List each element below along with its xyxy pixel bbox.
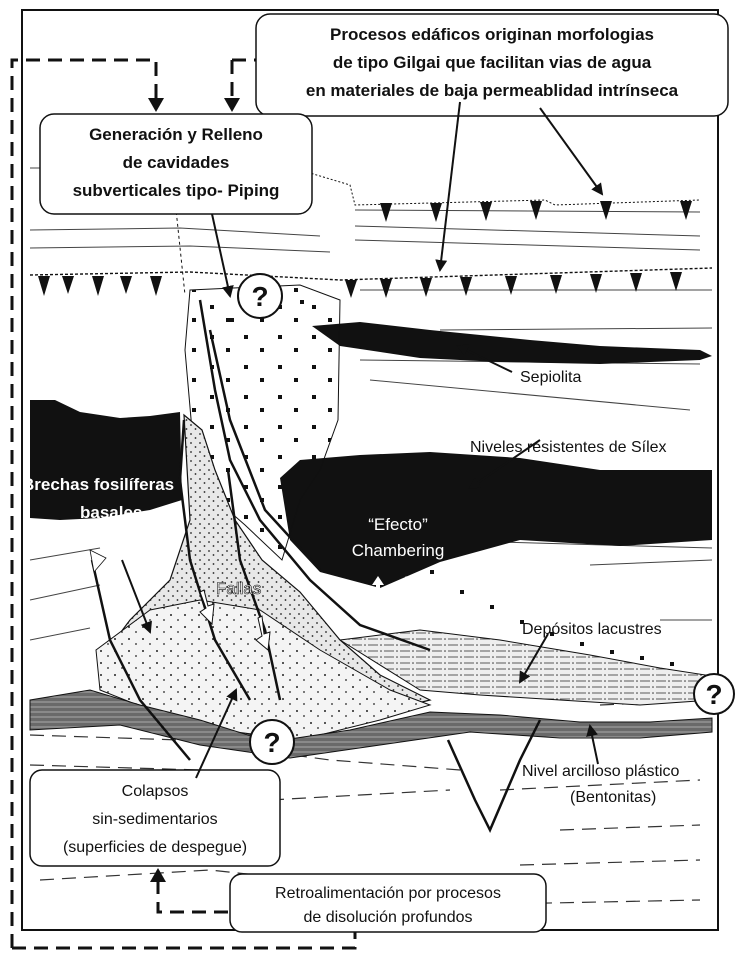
label-efecto-line-2: Chambering [352, 541, 445, 560]
box-piping-line-3: subverticales tipo- Piping [73, 181, 280, 200]
box-piping: Generación y Relleno de cavidades subver… [40, 114, 312, 214]
label-silex: Niveles resistentes de Sílex [470, 439, 667, 456]
box-gilgai-line-1: Procesos edáficos originan morfologias [330, 25, 654, 44]
svg-text:?: ? [263, 727, 280, 758]
question-circle-top: ? [238, 274, 282, 318]
box-piping-line-1: Generación y Relleno [89, 125, 263, 144]
box-gilgai-line-2: de tipo Gilgai que facilitan vias de agu… [333, 53, 652, 72]
box-retro: Retroalimentación por procesos de disolu… [230, 874, 546, 932]
label-brechas-line-1: Brechas fosilíferas [22, 475, 174, 494]
silex-band-left [30, 400, 182, 520]
box-colapsos-line-1: Colapsos [122, 783, 189, 800]
svg-text:?: ? [705, 679, 722, 710]
box-colapsos-line-3: (superficies de despegue) [63, 839, 247, 856]
box-gilgai-line-3: en materiales de baja permeablidad intrí… [306, 81, 679, 100]
label-fallas: Fallas [216, 579, 261, 598]
box-colapsos-line-2: sin-sedimentarios [92, 811, 217, 828]
svg-text:?: ? [251, 281, 268, 312]
label-lacustres: Depósitos lacustres [522, 621, 662, 638]
box-gilgai: Procesos edáficos originan morfologias d… [256, 14, 728, 116]
label-sepiolita: Sepiolita [520, 369, 581, 386]
question-circle-bottom: ? [250, 720, 294, 764]
box-piping-line-2: de cavidades [123, 153, 230, 172]
label-brechas-line-2: basales [80, 503, 142, 522]
question-circle-right: ? [694, 674, 734, 714]
label-arcilloso-line-1: Nivel arcilloso plástico [522, 763, 679, 780]
label-efecto-line-1: “Efecto” [368, 515, 428, 534]
box-colapsos: Colapsos sin-sedimentarios (superficies … [30, 770, 280, 866]
label-arcilloso-line-2: (Bentonitas) [570, 789, 656, 806]
box-retro-line-1: Retroalimentación por procesos [275, 885, 501, 902]
box-retro-line-2: de disolución profundos [303, 909, 472, 926]
